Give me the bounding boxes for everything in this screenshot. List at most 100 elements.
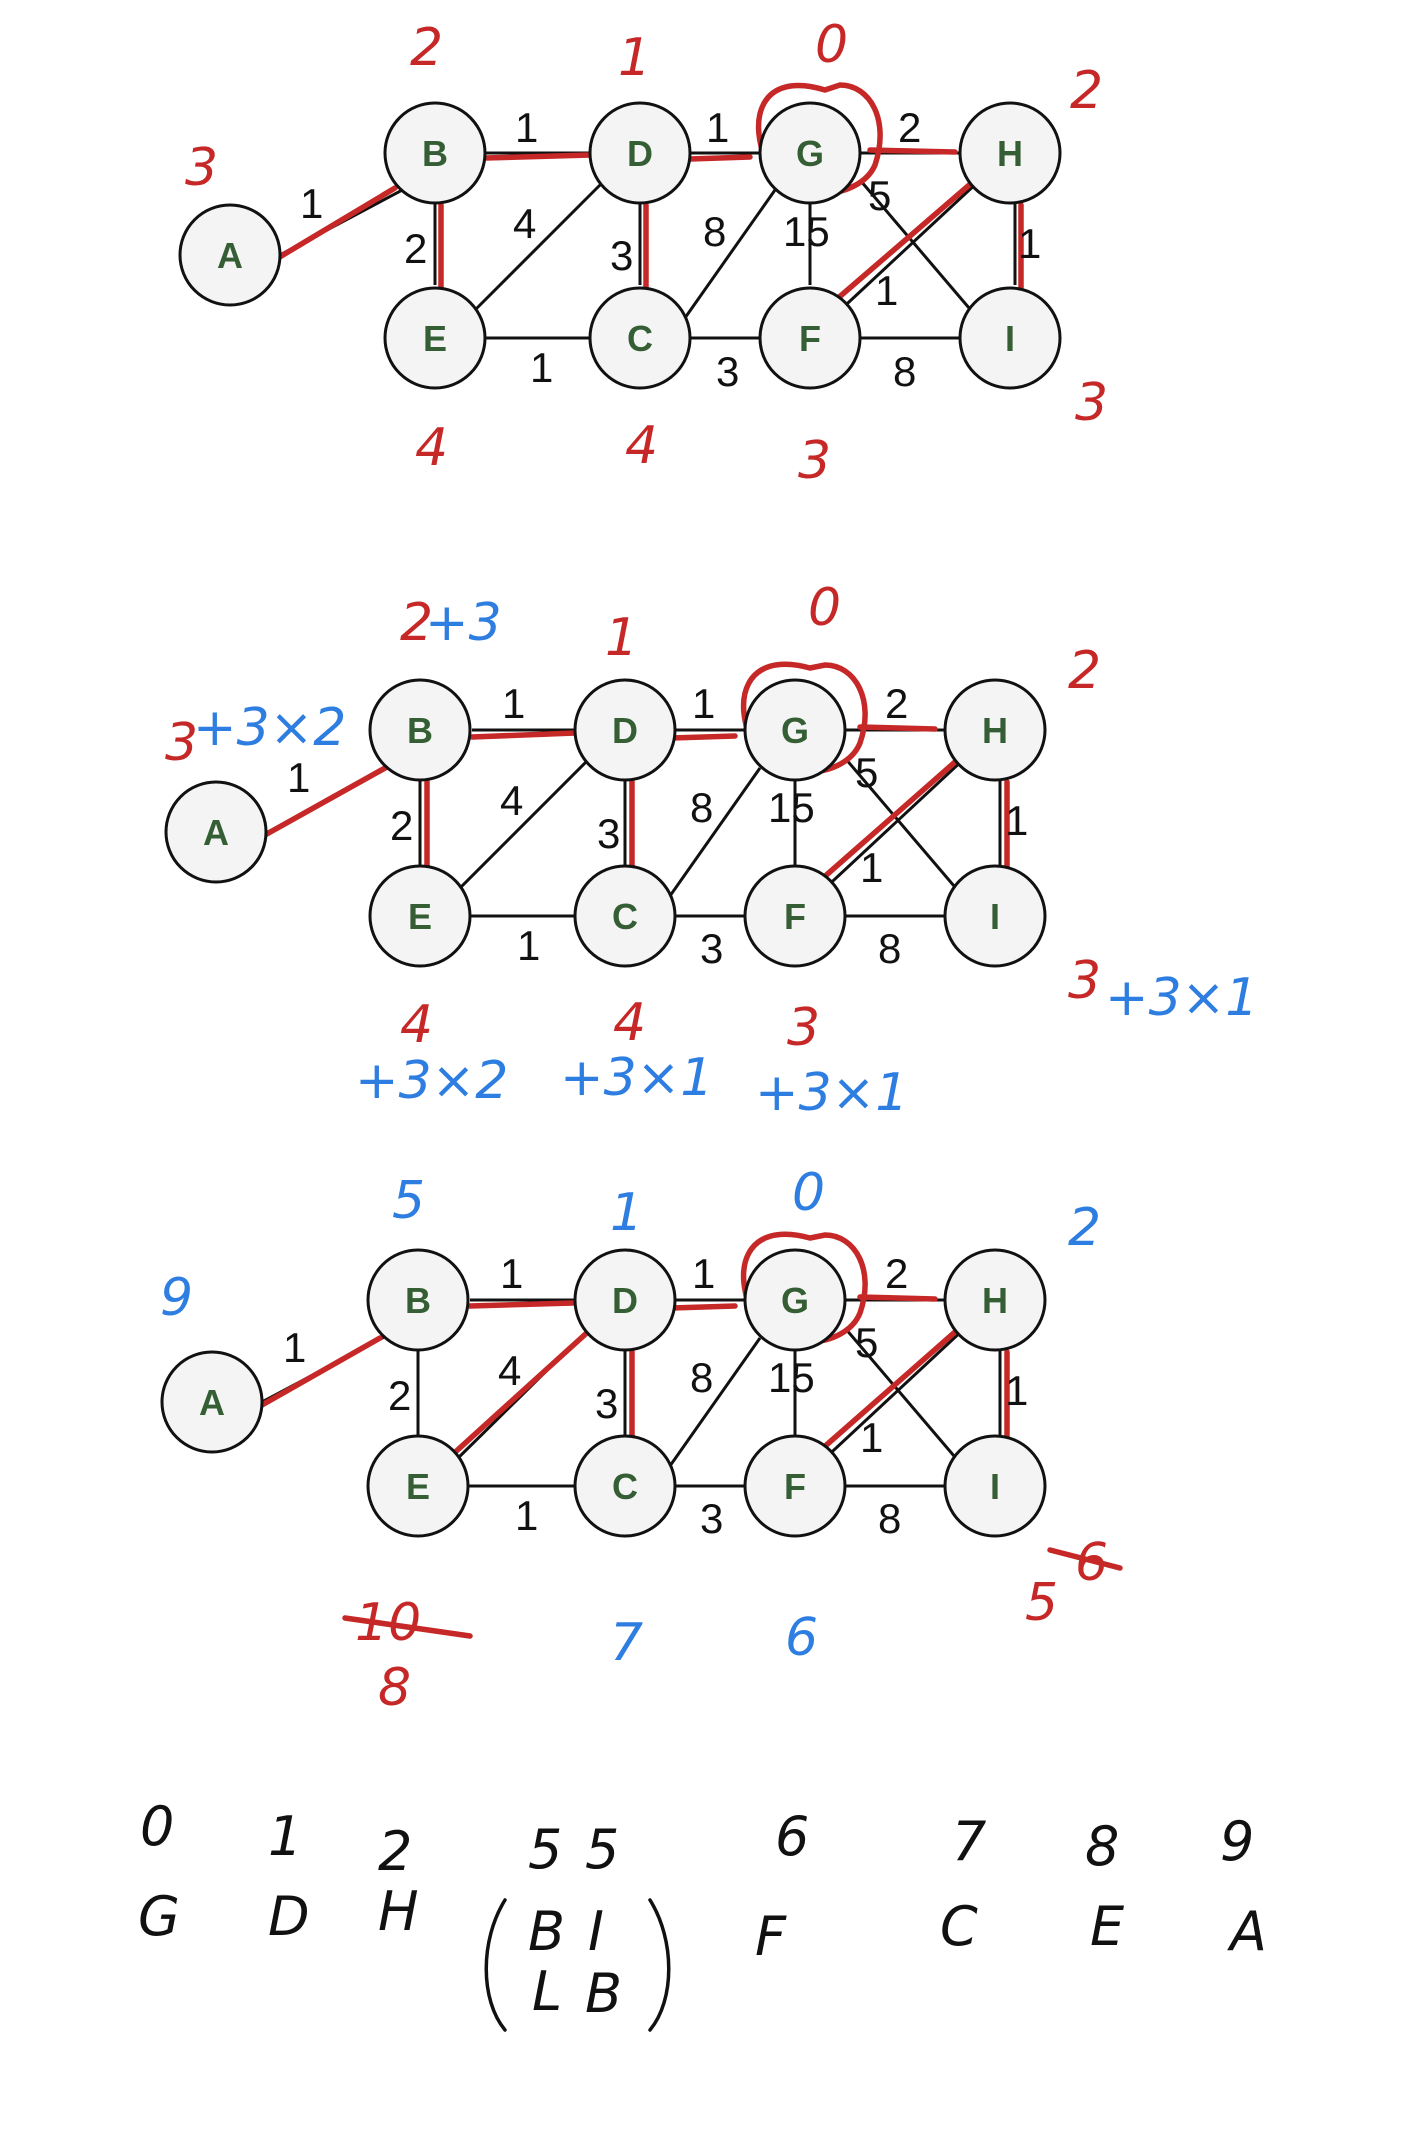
right-paren xyxy=(648,1898,671,2032)
weight-EC: 1 xyxy=(517,922,540,969)
node-D: D xyxy=(588,101,692,205)
node-E: E xyxy=(366,1434,470,1538)
node-I: I xyxy=(958,286,1062,390)
svg-text:A: A xyxy=(203,812,229,853)
weight-AB: 1 xyxy=(287,754,310,801)
svg-text:H: H xyxy=(982,1280,1008,1321)
diagram-1: 1 1 1 2 2 4 3 8 15 5 1 1 1 3 8 A B D G H… xyxy=(178,15,1108,491)
weight-FI: 8 xyxy=(878,925,901,972)
svg-text:A: A xyxy=(217,235,243,276)
diagram-1-weights: 1 1 1 2 2 4 3 8 15 5 1 1 1 3 8 xyxy=(300,104,1041,395)
annot-G: 0 xyxy=(808,578,841,638)
name-I: I xyxy=(588,1900,604,1963)
weight-GH: 2 xyxy=(885,1250,908,1297)
annot-C: 4 xyxy=(613,993,646,1053)
annot-I: 3 xyxy=(1075,373,1108,433)
node-B: B xyxy=(383,101,487,205)
svg-text:F: F xyxy=(784,896,806,937)
annot-E: 8 xyxy=(378,1658,411,1718)
svg-text:A: A xyxy=(199,1382,225,1423)
weight-DC: 3 xyxy=(595,1380,618,1427)
name-L: L xyxy=(532,1960,562,2023)
annot-D: 1 xyxy=(605,608,638,668)
node-G: G xyxy=(743,678,847,782)
weight-HF: 1 xyxy=(875,267,898,314)
weight-DC: 3 xyxy=(597,810,620,857)
node-C: C xyxy=(573,864,677,968)
node-H: H xyxy=(958,101,1062,205)
weight-CF: 3 xyxy=(700,1495,723,1542)
value-A: 9 xyxy=(1220,1810,1254,1873)
diagram-1-nodes: A B D G H E C F I xyxy=(178,101,1062,390)
annot-D: 1 xyxy=(618,28,651,88)
svg-text:D: D xyxy=(612,1280,638,1321)
node-C: C xyxy=(588,286,692,390)
diagram-1-annotations: 3 2 1 0 2 4 4 3 3 xyxy=(185,15,1108,491)
annot-C: 4 xyxy=(625,416,658,476)
annot-F: 3 xyxy=(798,431,831,491)
svg-text:E: E xyxy=(406,1466,430,1507)
annot-B: 2 xyxy=(400,593,433,653)
name-G: G xyxy=(138,1885,180,1948)
annot-E: 4 xyxy=(400,995,433,1055)
value-B: 5 xyxy=(528,1818,562,1881)
weight-CG: 8 xyxy=(703,208,726,255)
weight-ED: 4 xyxy=(498,1347,521,1394)
svg-text:G: G xyxy=(796,133,824,174)
svg-text:B: B xyxy=(407,710,433,751)
weight-BD: 1 xyxy=(502,680,525,727)
weight-GI: 5 xyxy=(868,172,891,219)
annot-F: 3 xyxy=(787,998,820,1058)
diagram-3-nodes: A B D G H E C F I xyxy=(160,1248,1047,1538)
weight-BE: 2 xyxy=(390,802,413,849)
weight-DC: 3 xyxy=(610,232,633,279)
annot-G: 0 xyxy=(792,1163,825,1223)
annot-F-extra: +3×1 xyxy=(755,1063,908,1123)
annot-H: 2 xyxy=(1068,641,1101,701)
node-F: F xyxy=(758,286,862,390)
weight-GF: 15 xyxy=(768,784,815,831)
weight-ED: 4 xyxy=(500,777,523,824)
weight-HF: 1 xyxy=(860,844,883,891)
annot-A-extra: +3×2 xyxy=(193,698,346,758)
value-H: 2 xyxy=(378,1820,412,1883)
diagram-1-highlights xyxy=(275,82,1024,308)
strike-I xyxy=(1047,1547,1123,1571)
svg-text:G: G xyxy=(781,710,809,751)
annot-D: 1 xyxy=(610,1183,643,1243)
annot-E: 4 xyxy=(415,418,448,478)
svg-text:E: E xyxy=(408,896,432,937)
weight-GI: 5 xyxy=(855,749,878,796)
weight-GF: 15 xyxy=(768,1354,815,1401)
svg-text:I: I xyxy=(990,1466,1000,1507)
svg-text:C: C xyxy=(612,896,638,937)
node-D: D xyxy=(573,1248,677,1352)
node-F: F xyxy=(743,864,847,968)
weight-GH: 2 xyxy=(885,680,908,727)
node-A: A xyxy=(178,203,282,307)
annot-H: 2 xyxy=(1070,61,1103,121)
value-F: 6 xyxy=(775,1805,809,1868)
weight-BE: 2 xyxy=(388,1372,411,1419)
name-E: E xyxy=(1090,1895,1125,1958)
weight-HI: 1 xyxy=(1005,1367,1028,1414)
value-D: 1 xyxy=(268,1805,302,1868)
svg-text:B: B xyxy=(405,1280,431,1321)
svg-text:D: D xyxy=(612,710,638,751)
svg-text:C: C xyxy=(612,1466,638,1507)
svg-text:D: D xyxy=(627,133,653,174)
diagram-3-annotations: 9 5 1 0 2 10 8 7 6 6 5 xyxy=(160,1163,1123,1718)
svg-text:G: G xyxy=(781,1280,809,1321)
annot-B: 5 xyxy=(392,1171,425,1231)
name-D: D xyxy=(268,1885,310,1948)
strike-E xyxy=(342,1615,473,1639)
annot-G: 0 xyxy=(815,15,848,75)
diagram-2-edges xyxy=(267,728,1002,918)
value-C: 7 xyxy=(952,1810,986,1873)
table-names-row: G D H B I L B F C E A xyxy=(138,1880,1267,2032)
weight-CG: 8 xyxy=(690,784,713,831)
value-I: 5 xyxy=(585,1818,619,1881)
diagram-3-weights: 1 1 1 2 2 4 3 8 15 5 1 1 1 3 8 xyxy=(283,1250,1028,1542)
weight-FI: 8 xyxy=(878,1495,901,1542)
